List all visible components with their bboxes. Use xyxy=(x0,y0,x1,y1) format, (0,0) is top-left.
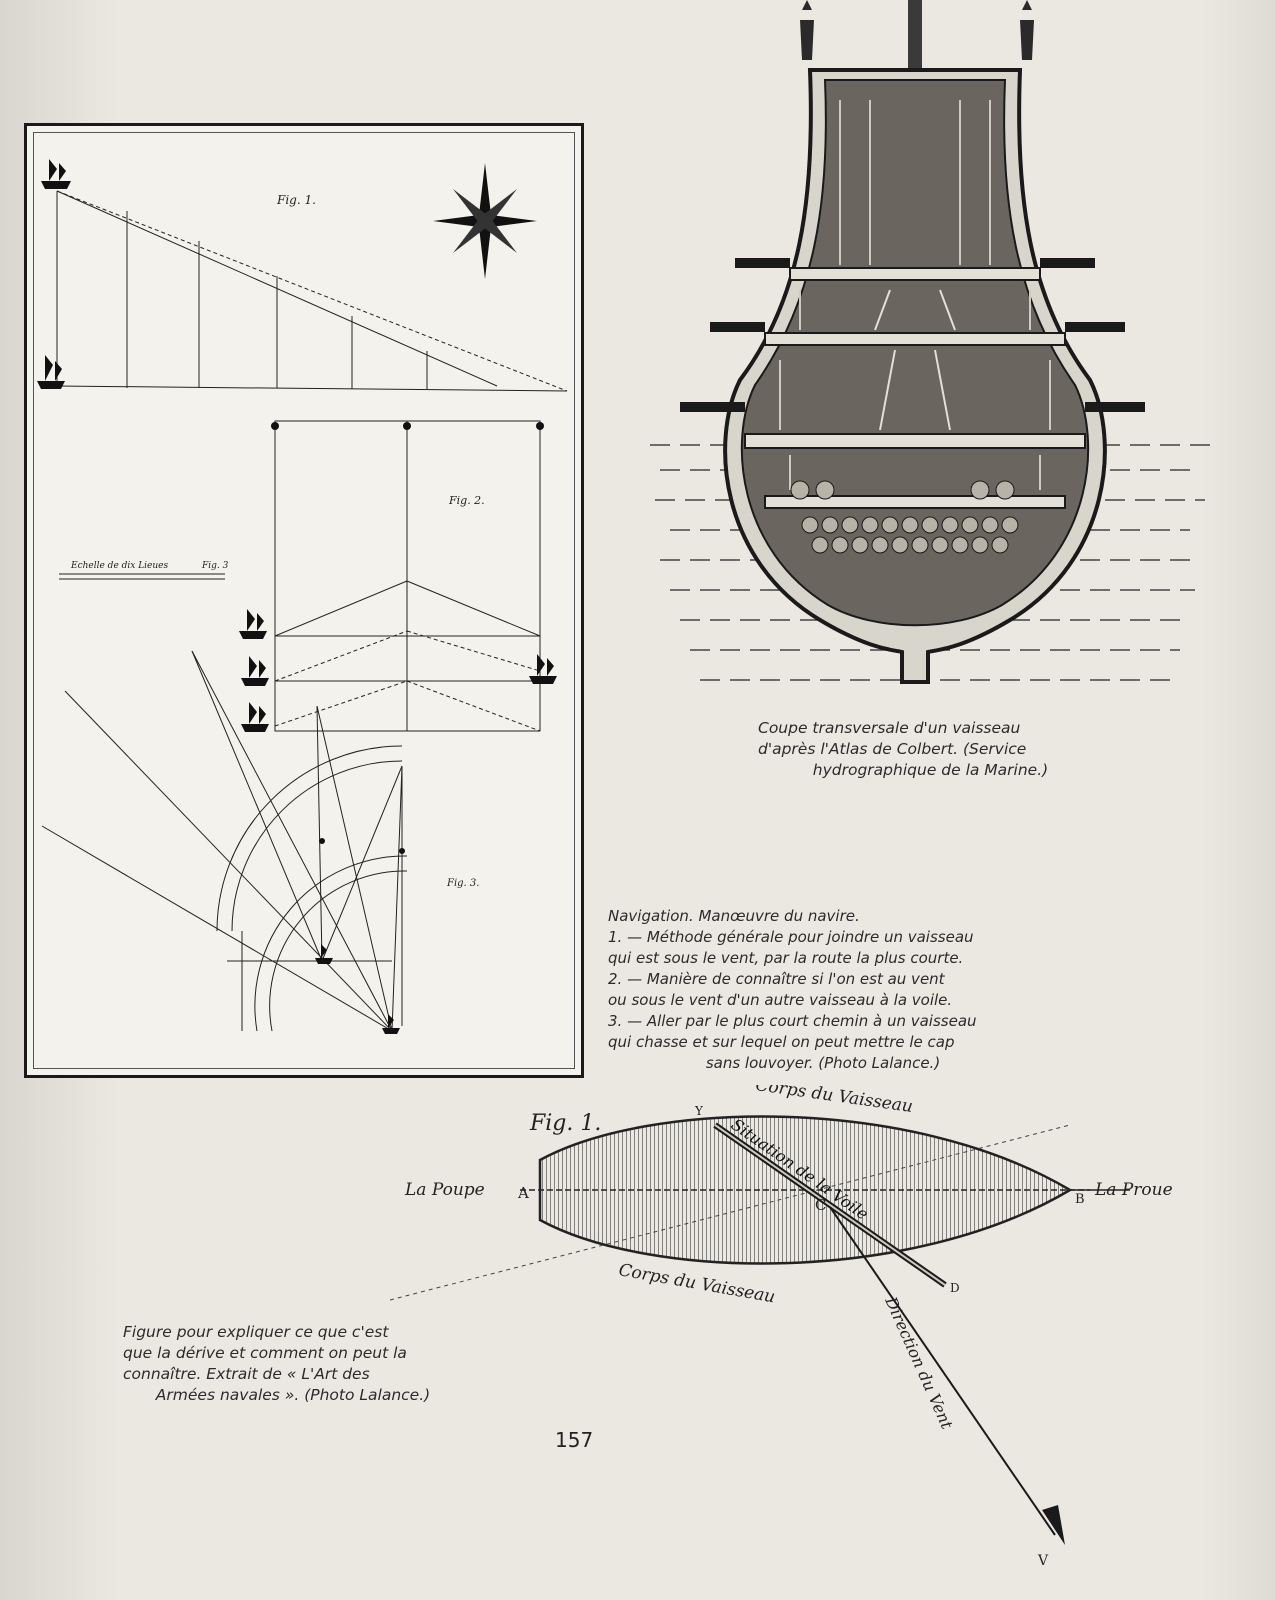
navigation-plate-drawing: Fig. 1. Fig. 2. xyxy=(37,159,568,1034)
navigation-caption-line: sans louvoyer. (Photo Lalance.) xyxy=(705,1054,941,1072)
derive-caption-line: connaître. Extrait de « L'Art des xyxy=(123,1365,370,1383)
navigation-caption-line: 2. — Manière de connaître si l'on est au… xyxy=(608,970,945,988)
point-y-label: Y xyxy=(694,1104,704,1118)
point-a-label: A xyxy=(517,1184,529,1202)
la-poupe-label: La Poupe xyxy=(404,1180,485,1200)
navigation-caption-line: 1. — Méthode générale pour joindre un va… xyxy=(608,928,974,946)
scale-label: Echelle de dix Lieues xyxy=(70,561,169,571)
derive-caption-line: Figure pour expliquer ce que c'est xyxy=(123,1323,389,1341)
navigation-plate: Fig. 1. Fig. 2. xyxy=(24,123,584,1078)
direction-vent-label: Direction du Vent xyxy=(881,1293,957,1432)
hull-caption-line: hydrographique de la Marine.) xyxy=(812,761,1049,779)
point-v-label: V xyxy=(1037,1553,1049,1569)
la-proue-label: La Proue xyxy=(1094,1180,1173,1200)
hull-caption-line: Coupe transversale d'un vaisseau xyxy=(758,719,1021,737)
point-b-label: B xyxy=(1075,1192,1085,1207)
svg-text:Fig. 3.: Fig. 3. xyxy=(446,878,479,889)
derive-figure: Fig. 1. La Poupe La Proue A B C D Y V Co… xyxy=(390,1085,1173,1569)
derive-caption-line: que la dérive et comment on peut la xyxy=(123,1344,407,1362)
corps-bottom-label: Corps du Vaisseau xyxy=(617,1260,777,1307)
navigation-caption-line: qui est sous le vent, par la route la pl… xyxy=(608,949,964,967)
hull-caption-line: d'après l'Atlas de Colbert. (Service xyxy=(758,740,1027,758)
navigation-caption-line: ou sous le vent d'un autre vaisseau à la… xyxy=(608,991,953,1009)
ship-cross-section xyxy=(650,0,1210,684)
fig1-label: Fig. 1. xyxy=(276,193,316,207)
fig3-scale-label: Fig. 3 xyxy=(201,561,229,571)
navigation-caption-line: Navigation. Manœuvre du navire. xyxy=(608,907,860,925)
scale-bar xyxy=(59,573,225,580)
point-c-label: C xyxy=(815,1196,826,1214)
fig2-label: Fig. 2. xyxy=(448,494,485,507)
compass-rose-icon xyxy=(433,163,537,279)
navigation-caption: Navigation. Manœuvre du navire. 1. — Mét… xyxy=(608,906,1038,1074)
derive-caption-line: Armées navales ». (Photo Lalance.) xyxy=(155,1386,431,1404)
navigation-caption-line: qui chasse et sur lequel on peut mettre … xyxy=(608,1033,955,1051)
navigation-caption-line: 3. — Aller par le plus court chemin à un… xyxy=(608,1012,977,1030)
derive-caption: Figure pour expliquer ce que c'est que l… xyxy=(123,1322,463,1406)
point-d-label: D xyxy=(950,1281,960,1295)
plate-inner-border xyxy=(33,132,575,1069)
hull-caption: Coupe transversale d'un vaisseau d'après… xyxy=(758,718,1103,781)
page-number: 157 xyxy=(555,1428,594,1452)
derive-fig-label: Fig. 1. xyxy=(529,1111,601,1136)
corps-top-label: Corps du Vaisseau xyxy=(754,1085,914,1117)
